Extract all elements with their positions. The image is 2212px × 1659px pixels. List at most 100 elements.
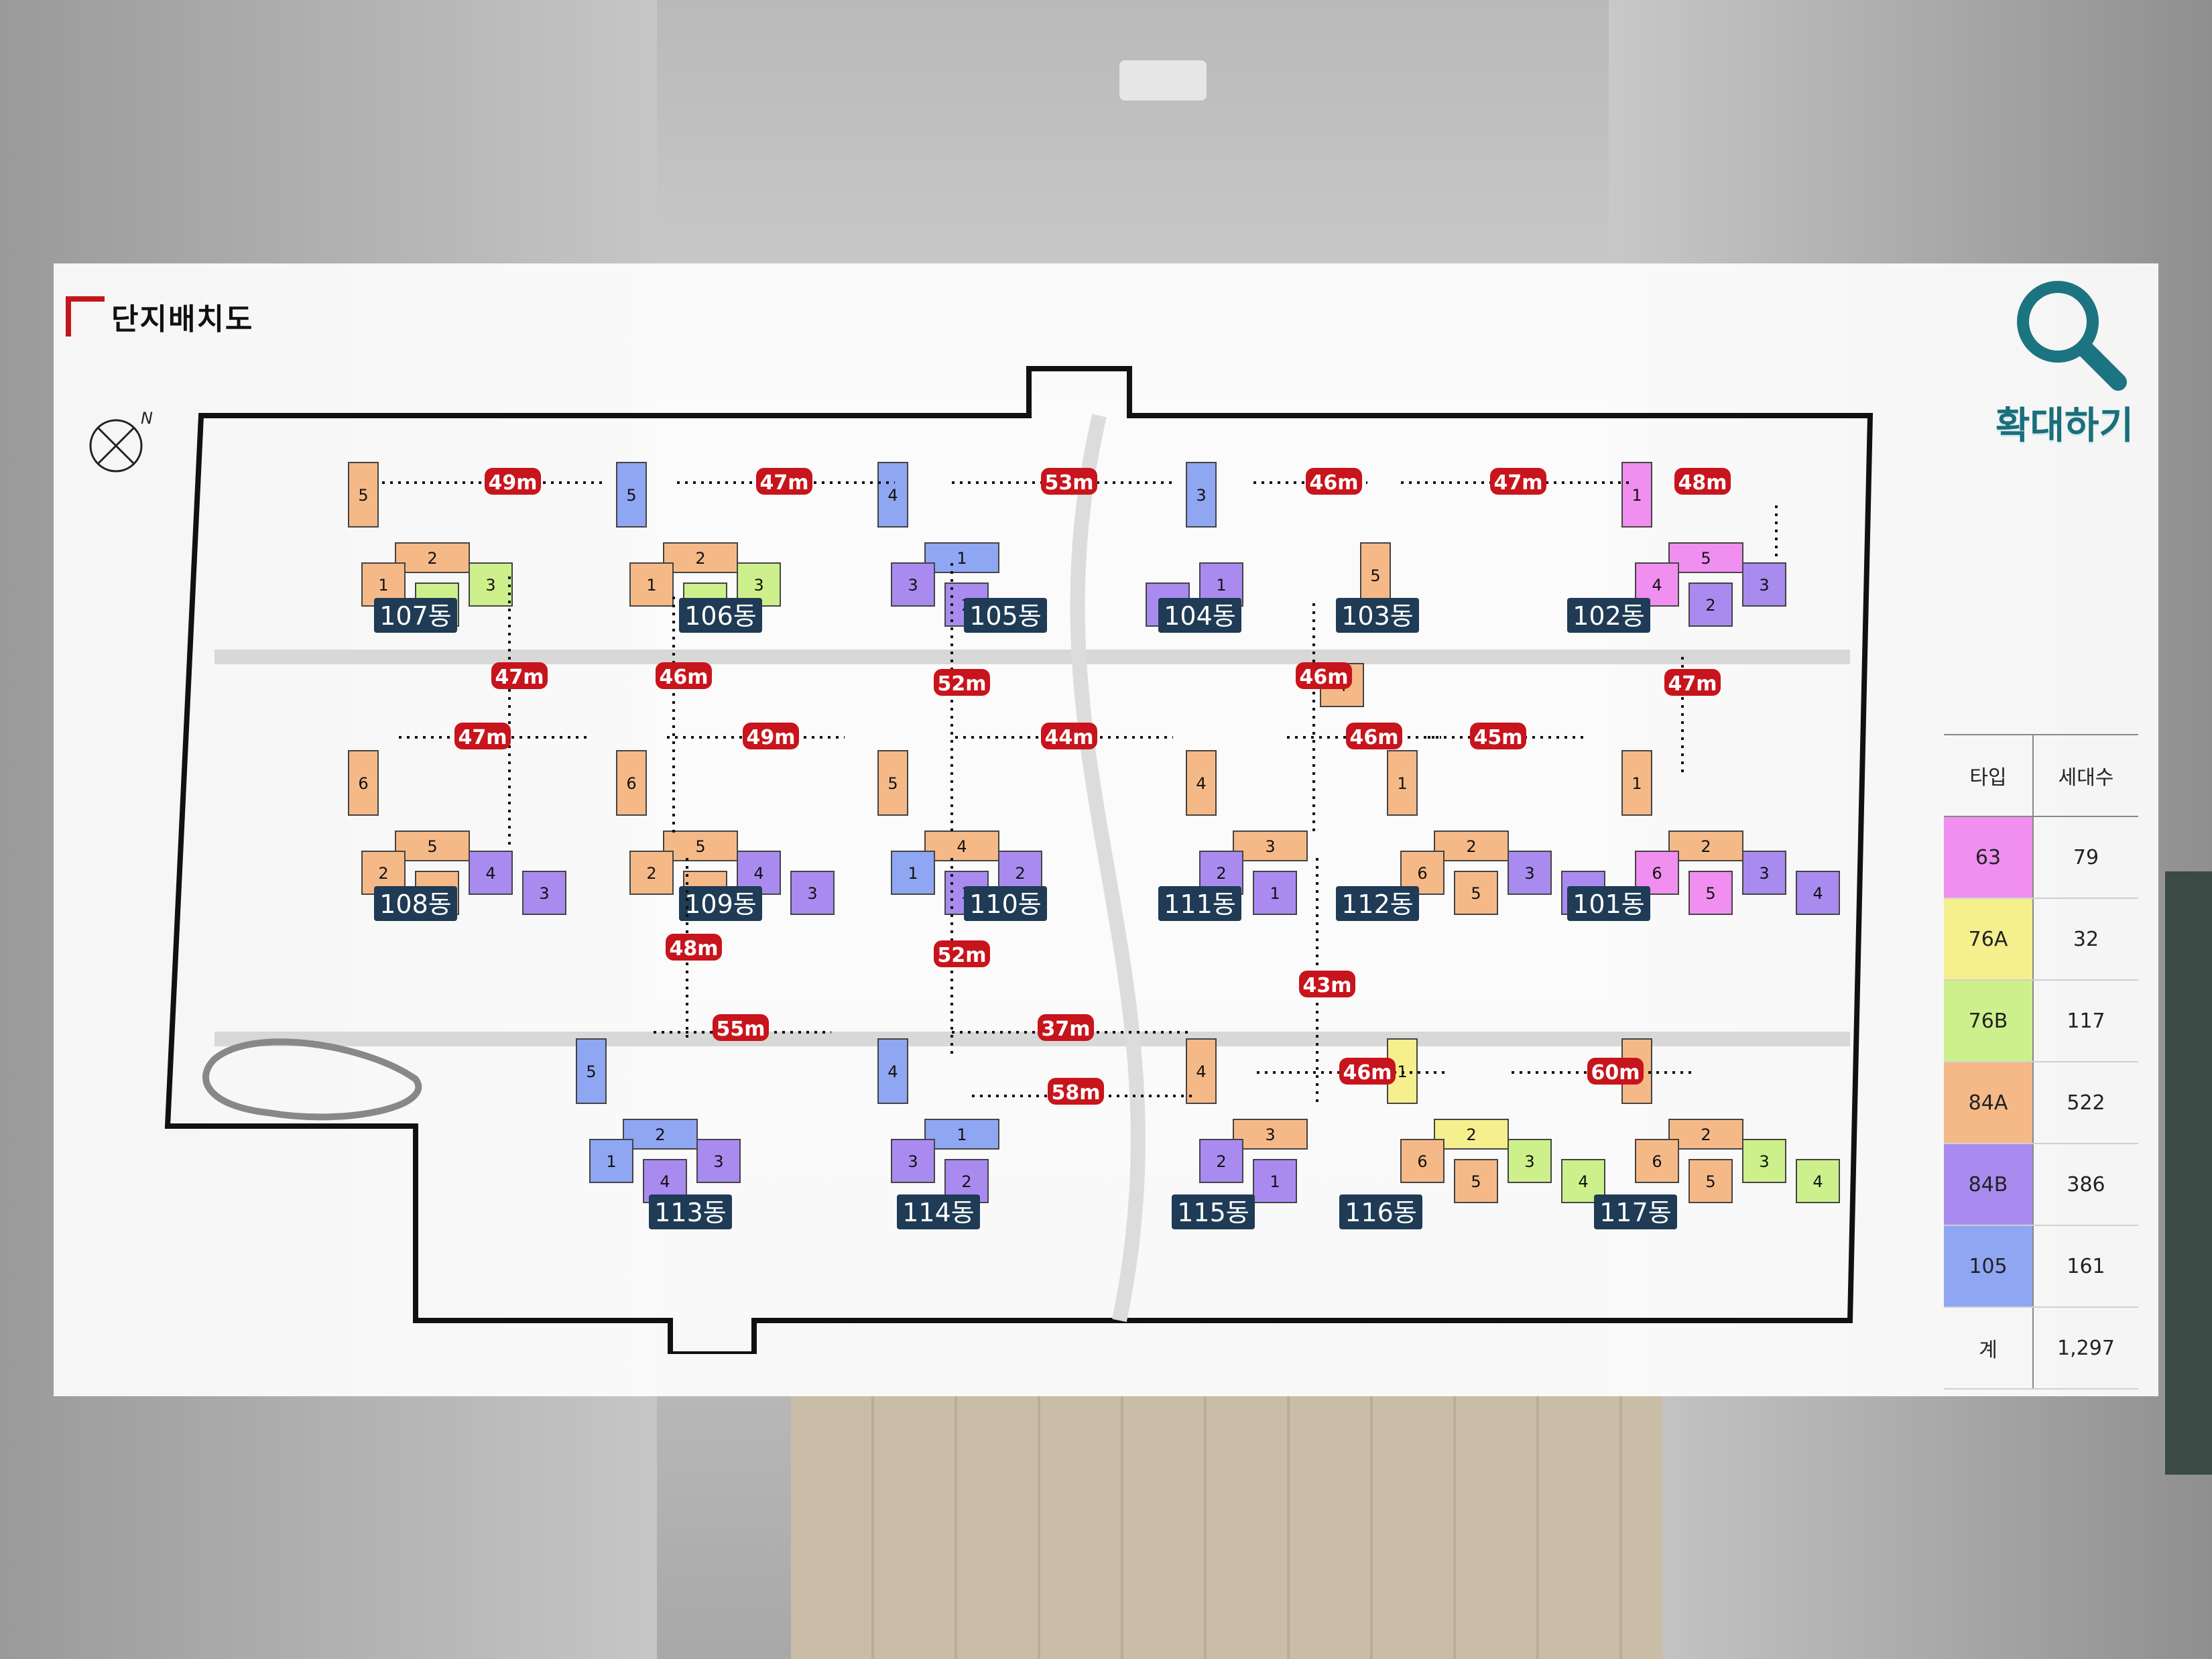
building-label-bg [679,598,762,633]
building-label: 108동 [379,889,452,919]
unit-block [924,831,999,861]
building-label: 112동 [1341,889,1414,919]
legend-count-cell: 117 [2033,980,2138,1062]
distance-label: 47m [458,726,507,749]
unit-number: 5 [1705,1172,1715,1191]
distance-label: 49m [746,726,795,749]
unit-number: 5 [695,837,705,856]
unit-number: 4 [887,486,898,505]
site-boundary [164,366,1873,1354]
building-label-bg [1594,1194,1677,1229]
unit-number: 2 [961,1172,971,1191]
legend-type-cell: 76A [1944,898,2034,981]
unit-number: 1 [606,1152,616,1171]
unit-block [1454,871,1498,915]
unit-number: 2 [1015,864,1025,883]
building-109동: 652143109동 [616,750,835,921]
building-label-bg [1567,886,1650,921]
unit-number: 3 [753,576,763,595]
building-label: 102동 [1573,601,1645,631]
distance-badge [485,468,541,495]
legend-count-cell: 161 [2033,1225,2138,1308]
unit-number: 5 [1705,884,1715,903]
building-label: 111동 [1164,889,1236,919]
distance-badge [1346,723,1402,749]
unit-number: 1 [957,549,967,568]
unit-number: 4 [485,864,495,883]
unit-block [877,1038,908,1104]
distance-label: 52m [937,672,986,696]
building-label-bg [1567,598,1650,633]
unit-block [1434,831,1509,861]
unit-block [1508,851,1552,895]
building-label-bg [964,886,1047,921]
zoom-label: 확대하기 [1995,404,2134,448]
page-title: 단지배치도 [111,302,254,336]
legend-header-type: 타입 [1944,734,2034,817]
unit-number: 2 [378,864,388,883]
building-label: 113동 [654,1198,727,1227]
building-label-bg [649,1194,732,1229]
distance-badge [1490,468,1546,495]
unit-block [1668,831,1743,861]
distance-badge [1299,971,1355,997]
distance-badge [656,662,712,689]
unit-block [469,562,513,607]
zoom-button[interactable]: 확대하기 [1984,275,2145,469]
unit-block [1742,851,1786,895]
building-label-bg [1339,1194,1422,1229]
distance-badge [454,723,511,749]
building-label: 107동 [379,601,452,631]
unit-number: 4 [660,1172,670,1191]
unit-block [1668,1119,1743,1150]
legend-count-cell: 386 [2033,1144,2138,1226]
distance-label: 53m [1044,471,1093,495]
distance-badge [756,468,812,495]
building-104동: 321104동 [1146,462,1243,633]
unit-block [616,750,647,816]
distance-badge [713,1014,769,1041]
unit-number: 2 [1466,837,1476,856]
building-label: 115동 [1177,1198,1249,1227]
unit-number: 3 [1759,1152,1769,1171]
unit-number: 1 [1632,774,1642,793]
unit-number: 5 [1471,884,1481,903]
building-label-bg [1158,886,1241,921]
unit-number: 3 [1759,864,1769,883]
unit-number: 3 [1524,864,1534,883]
building-103동: 54103동 [1320,542,1419,707]
unit-block [395,542,470,573]
unit-number: 6 [1417,864,1427,883]
unit-block [877,462,908,528]
unit-block [1742,1139,1786,1183]
building-117동: 126534117동 [1594,1038,1840,1229]
unit-block [924,542,999,573]
unit-block [1434,1119,1509,1150]
unit-number: 2 [1216,1152,1226,1171]
building-label-bg [679,886,762,921]
unit-block [663,831,738,861]
building-label-bg [897,1194,980,1229]
site-plan-map: 52143107동52143106동4132105동321104동54103동1… [164,366,1873,1354]
unit-number: 4 [1578,1172,1588,1191]
unit-number: 2 [1701,837,1711,856]
unit-number: 3 [1265,837,1275,856]
central-path [1070,414,1146,1323]
distance-badge [743,723,799,749]
building-label-bg [1172,1194,1255,1229]
building-label-bg [374,886,457,921]
unit-number: 5 [358,486,368,505]
distance-badge [1038,1014,1094,1041]
unit-block [1742,562,1786,607]
unit-block [1508,1139,1552,1183]
unit-block [1688,1159,1733,1203]
legend-count-cell: 79 [2033,816,2138,899]
unit-number: 2 [1466,1125,1476,1144]
